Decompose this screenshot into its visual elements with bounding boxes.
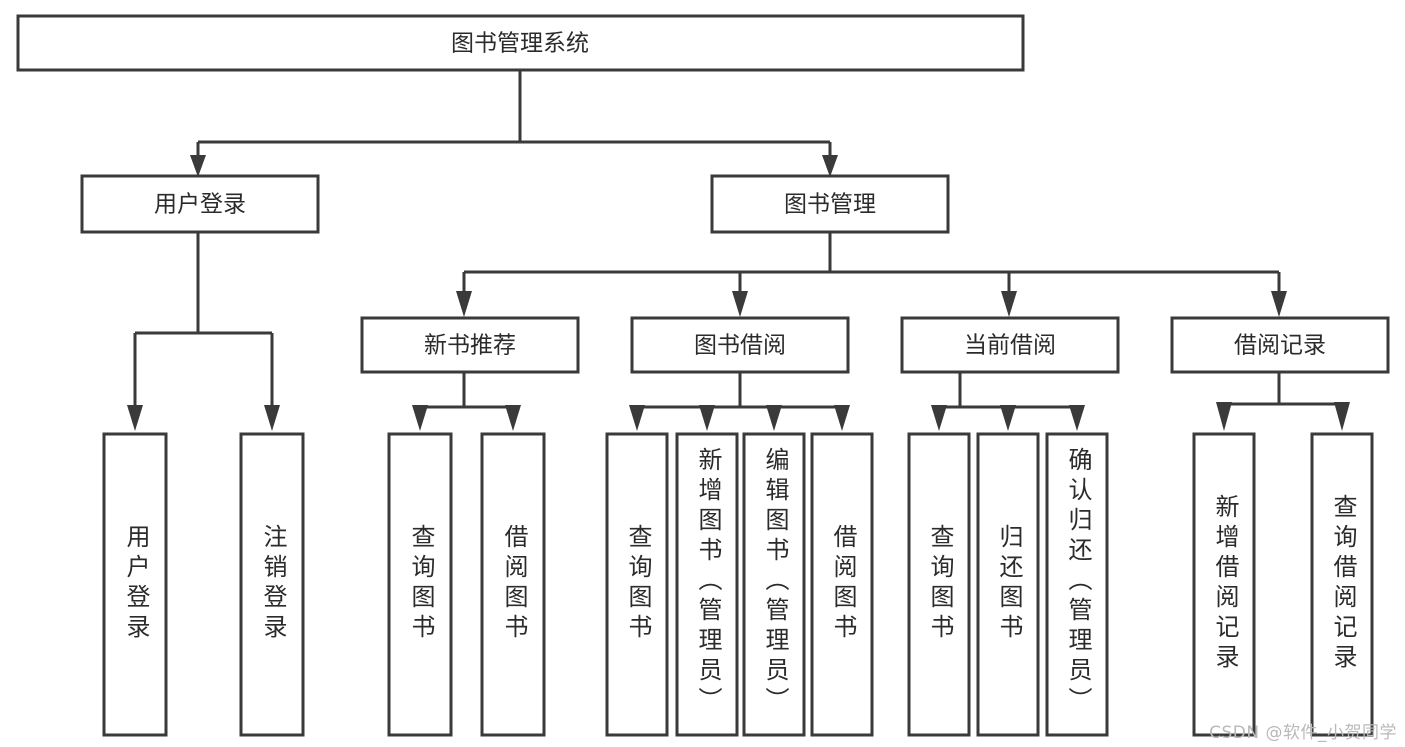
node-leaf-borrow-book-1-box[interactable] bbox=[480, 432, 546, 737]
node-leaf-borrow-book-1[interactable]: 借阅图书 bbox=[480, 432, 546, 737]
node-new-book-recommend-box[interactable] bbox=[360, 316, 580, 374]
node-new-book-recommend-label: 新书推荐 bbox=[424, 333, 516, 359]
node-book-manage-label: 图书管理 bbox=[784, 192, 876, 218]
edges-layer bbox=[127, 70, 1350, 431]
node-leaf-user-login-box[interactable] bbox=[102, 432, 168, 737]
node-root-label: 图书管理系统 bbox=[451, 31, 589, 57]
node-leaf-add-record-label: 新增借阅记录 bbox=[1211, 494, 1239, 674]
node-leaf-logout-label: 注销登录 bbox=[259, 524, 287, 644]
node-leaf-confirm-return-box[interactable] bbox=[1045, 432, 1109, 737]
node-leaf-return-book-label: 归还图书 bbox=[995, 524, 1023, 644]
node-book-manage[interactable]: 图书管理 bbox=[710, 174, 950, 234]
node-root[interactable]: 图书管理系统 bbox=[16, 14, 1025, 72]
node-leaf-user-login[interactable]: 用户登录 bbox=[102, 432, 168, 737]
arrow-to-leaf-borrow-book-1 bbox=[505, 405, 521, 431]
csdn-watermark: CSDN @软件_小贺同学 bbox=[1209, 723, 1397, 743]
node-book-borrow-label: 图书借阅 bbox=[694, 333, 786, 359]
node-leaf-edit-book-box[interactable] bbox=[742, 432, 806, 737]
node-user-login-label: 用户登录 bbox=[154, 192, 246, 218]
arrow-to-book-manage bbox=[822, 155, 838, 177]
node-leaf-query-record[interactable]: 查询借阅记录 bbox=[1310, 432, 1374, 737]
node-leaf-add-record-box[interactable] bbox=[1192, 432, 1256, 737]
node-current-borrow[interactable]: 当前借阅 bbox=[900, 316, 1120, 374]
arrow-to-leaf-query-record bbox=[1334, 402, 1350, 431]
node-leaf-edit-book-label: 编辑图书（管理员） bbox=[761, 447, 789, 717]
node-current-borrow-box[interactable] bbox=[900, 316, 1120, 374]
node-book-borrow[interactable]: 图书借阅 bbox=[630, 316, 850, 374]
node-borrow-record-box[interactable] bbox=[1170, 316, 1390, 374]
node-leaf-query-book-1-label: 查询图书 bbox=[407, 524, 435, 644]
arrow-to-leaf-query-book-2 bbox=[629, 405, 645, 431]
arrow-to-user-login bbox=[190, 155, 206, 177]
node-leaf-add-book-box[interactable] bbox=[675, 432, 739, 737]
node-book-borrow-box[interactable] bbox=[630, 316, 850, 374]
arrow-to-leaf-logout bbox=[264, 405, 280, 431]
node-root-box[interactable] bbox=[16, 14, 1025, 72]
node-borrow-record[interactable]: 借阅记录 bbox=[1170, 316, 1390, 374]
node-leaf-query-book-1-box[interactable] bbox=[387, 432, 453, 737]
node-leaf-query-book-3-box[interactable] bbox=[907, 432, 971, 737]
node-leaf-add-book[interactable]: 新增图书（管理员） bbox=[675, 432, 739, 737]
node-user-login-box[interactable] bbox=[80, 174, 320, 234]
node-leaf-confirm-return-label: 确认归还（管理员） bbox=[1064, 447, 1092, 717]
node-leaf-confirm-return[interactable]: 确认归还（管理员） bbox=[1045, 432, 1109, 737]
node-leaf-query-record-box[interactable] bbox=[1310, 432, 1374, 737]
arrow-to-leaf-add-book bbox=[699, 405, 715, 431]
node-leaf-query-book-2-label: 查询图书 bbox=[624, 524, 652, 644]
node-leaf-borrow-book-1-label: 借阅图书 bbox=[500, 524, 528, 644]
arrow-to-current-borrow bbox=[1001, 291, 1017, 317]
arrow-to-leaf-add-record bbox=[1216, 402, 1232, 431]
node-leaf-user-login-label: 用户登录 bbox=[122, 524, 150, 644]
node-leaf-query-book-2-box[interactable] bbox=[605, 432, 669, 737]
node-leaf-return-book[interactable]: 归还图书 bbox=[976, 432, 1040, 737]
node-current-borrow-label: 当前借阅 bbox=[964, 333, 1056, 359]
node-leaf-query-book-3-label: 查询图书 bbox=[926, 524, 954, 644]
node-leaf-query-book-2[interactable]: 查询图书 bbox=[605, 432, 669, 737]
node-leaf-logout[interactable]: 注销登录 bbox=[239, 432, 305, 737]
arrow-to-leaf-query-book-3 bbox=[931, 405, 947, 431]
arrow-to-leaf-borrow-book-2 bbox=[834, 405, 850, 431]
node-leaf-query-book-1[interactable]: 查询图书 bbox=[387, 432, 453, 737]
arrow-to-leaf-confirm-return bbox=[1069, 405, 1085, 431]
node-user-login[interactable]: 用户登录 bbox=[80, 174, 320, 234]
node-leaf-borrow-book-2-box[interactable] bbox=[810, 432, 874, 737]
arrow-to-borrow-record bbox=[1271, 291, 1287, 317]
node-book-manage-box[interactable] bbox=[710, 174, 950, 234]
node-leaf-query-book-3[interactable]: 查询图书 bbox=[907, 432, 971, 737]
arrow-to-leaf-query-book-1 bbox=[412, 405, 428, 431]
arrow-to-leaf-return-book bbox=[1000, 405, 1016, 431]
arrow-to-book-borrow bbox=[732, 291, 748, 317]
node-leaf-borrow-book-2-label: 借阅图书 bbox=[829, 524, 857, 644]
arrow-to-new-book-recommend bbox=[456, 291, 472, 317]
node-leaf-query-record-label: 查询借阅记录 bbox=[1329, 494, 1357, 674]
node-leaf-add-record[interactable]: 新增借阅记录 bbox=[1192, 432, 1256, 737]
node-leaf-edit-book[interactable]: 编辑图书（管理员） bbox=[742, 432, 806, 737]
node-borrow-record-label: 借阅记录 bbox=[1234, 333, 1326, 359]
arrow-to-leaf-edit-book bbox=[766, 405, 782, 431]
node-leaf-return-book-box[interactable] bbox=[976, 432, 1040, 737]
node-leaf-logout-box[interactable] bbox=[239, 432, 305, 737]
arrow-to-leaf-user-login bbox=[127, 405, 143, 431]
node-new-book-recommend[interactable]: 新书推荐 bbox=[360, 316, 580, 374]
node-leaf-borrow-book-2[interactable]: 借阅图书 bbox=[810, 432, 874, 737]
node-leaf-add-book-label: 新增图书（管理员） bbox=[694, 447, 722, 717]
